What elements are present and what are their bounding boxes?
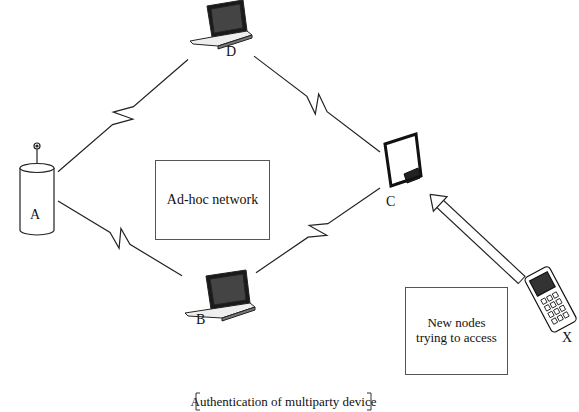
phone-key (552, 292, 558, 299)
figure-caption: Authentication of multiparty device (191, 394, 377, 410)
phone-key (557, 315, 563, 322)
box-text: Ad-hoc network (161, 192, 264, 208)
laptop-icon (190, 0, 252, 49)
monitor-icon (385, 134, 421, 186)
phone-key (550, 302, 556, 309)
note-box: New nodes trying to access (405, 287, 508, 375)
device-node: X (522, 262, 577, 350)
phone-key (556, 298, 562, 305)
device-node: B (182, 266, 256, 330)
arrow-head (430, 194, 447, 211)
device-label: D (226, 45, 236, 59)
phone-key (547, 295, 553, 302)
wireless-link (58, 59, 188, 171)
antenna-station (20, 143, 54, 235)
phone-key (554, 308, 560, 315)
phone-key (548, 311, 554, 318)
phone-key (551, 318, 557, 325)
phone-key (559, 305, 565, 312)
device-node: A (18, 140, 58, 238)
device-label: X (562, 331, 572, 345)
phone-key (541, 298, 547, 305)
arrow-fill (439, 203, 521, 280)
wireless-link (256, 188, 380, 273)
box-text: New nodes trying to access (406, 316, 507, 346)
phone-icon (524, 265, 578, 333)
laptop-icon (185, 270, 255, 321)
device-node: C (380, 130, 430, 212)
wireless-link (254, 56, 380, 152)
phone-key (563, 312, 569, 319)
network-box: Ad-hoc network (155, 160, 270, 240)
device-label: A (30, 208, 40, 222)
device-node: D (188, 0, 254, 62)
phone-key (544, 305, 550, 312)
device-label: C (386, 195, 395, 209)
device-label: B (196, 313, 205, 327)
